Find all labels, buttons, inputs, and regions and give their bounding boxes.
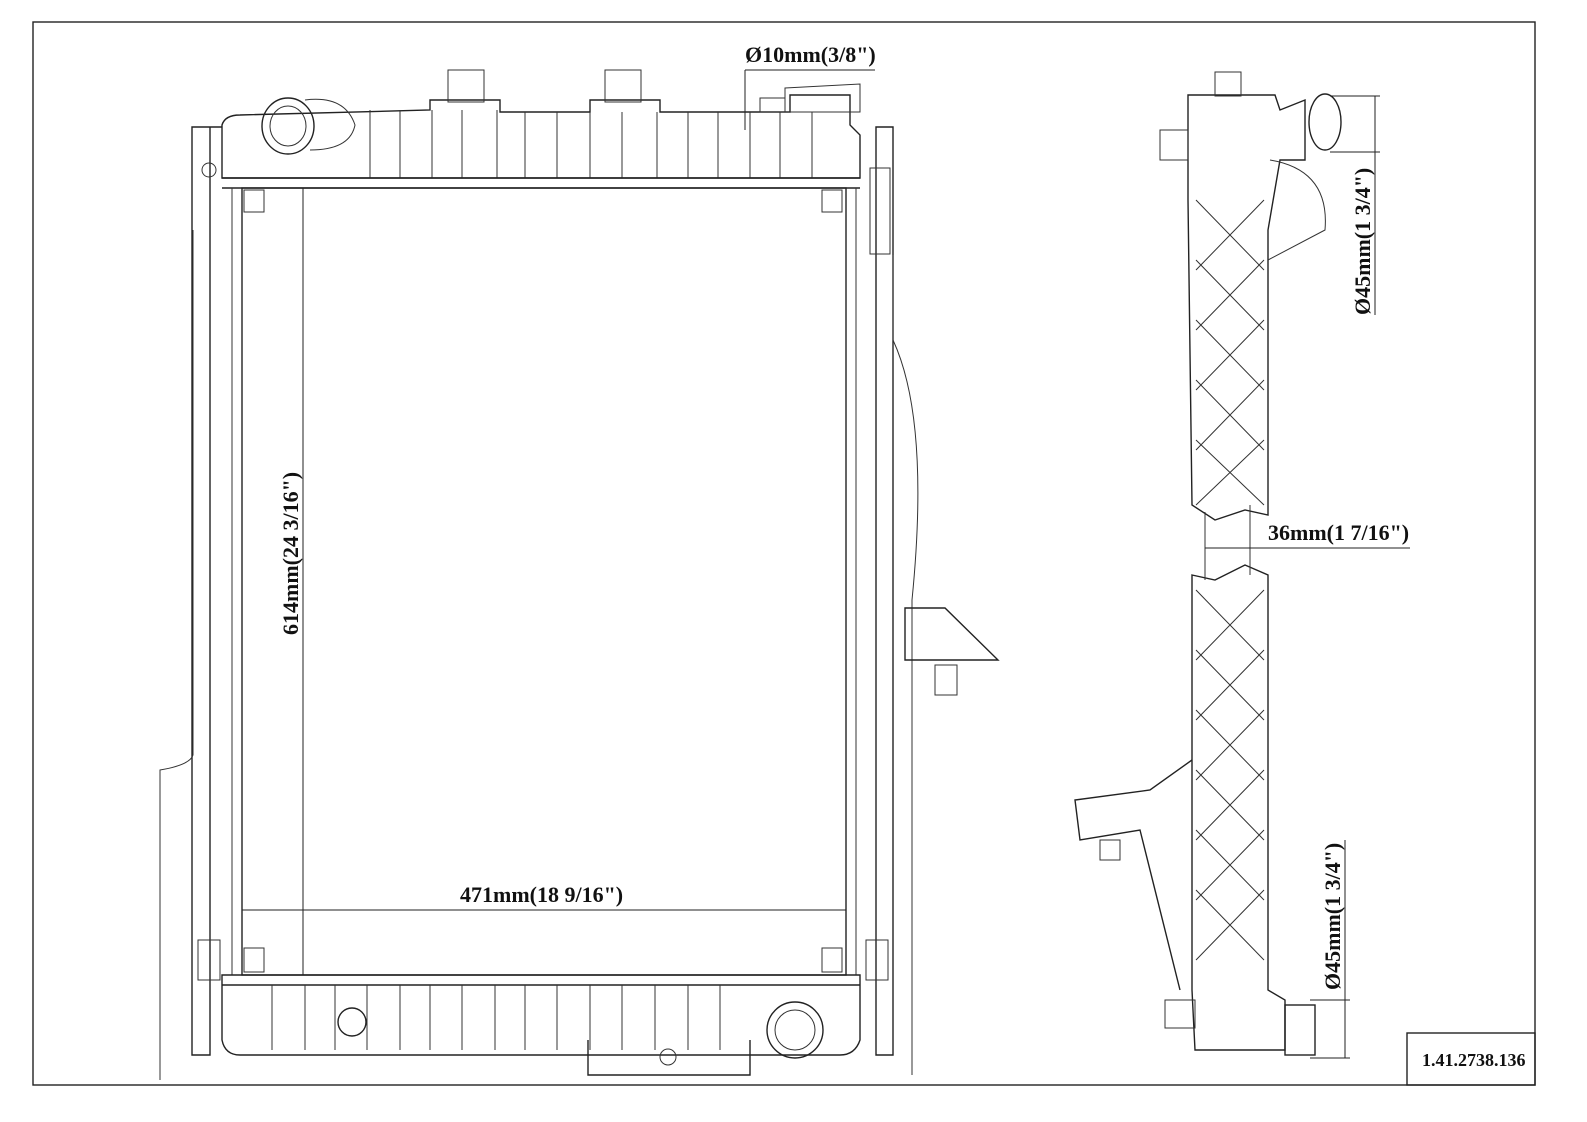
side-tank-upper	[1187, 94, 1306, 521]
dim-core-width: 471mm(18 9/16")	[460, 882, 623, 907]
top-inlet	[261, 97, 315, 155]
side-tank-lower	[1191, 564, 1286, 1051]
cap-mount-2	[604, 69, 642, 103]
dim-outlet: Ø45mm(1 3/4")	[1320, 843, 1345, 990]
dim-core-thickness: 36mm(1 7/16")	[1268, 520, 1409, 545]
mount-tab	[904, 607, 1000, 661]
dim-inlet: Ø45mm(1 3/4")	[1350, 168, 1375, 315]
front-view	[159, 69, 1000, 1080]
bottom-bracket	[587, 1040, 751, 1076]
drain-plug	[337, 1007, 367, 1037]
left-bracket	[191, 126, 222, 1056]
drawing-border	[32, 21, 1536, 1086]
right-bracket	[875, 126, 894, 1056]
dim-core-height: 614mm(24 3/16")	[278, 472, 303, 635]
front-dimensions: Ø10mm(3/8") 614mm(24 3/16") 471mm(18 9/1…	[242, 42, 876, 975]
side-view	[1074, 71, 1342, 1056]
side-dimensions: Ø45mm(1 3/4") 36mm(1 7/16") Ø45mm(1 3/4"…	[1205, 95, 1410, 1059]
small-outlet	[759, 97, 786, 113]
part-number: 1.41.2738.136	[1422, 1050, 1526, 1070]
side-outlet	[1284, 1004, 1316, 1056]
top-tank	[221, 94, 861, 179]
side-inlet	[1308, 93, 1342, 151]
side-mount-arm	[1074, 759, 1193, 991]
cap-mount-1	[447, 69, 485, 103]
bottom-tank	[221, 974, 861, 1056]
filler-cap	[784, 83, 861, 113]
bottom-outlet	[766, 1001, 824, 1059]
core	[241, 187, 847, 976]
dim-small-outlet: Ø10mm(3/8")	[745, 42, 876, 67]
part-number-box	[1406, 1032, 1536, 1086]
